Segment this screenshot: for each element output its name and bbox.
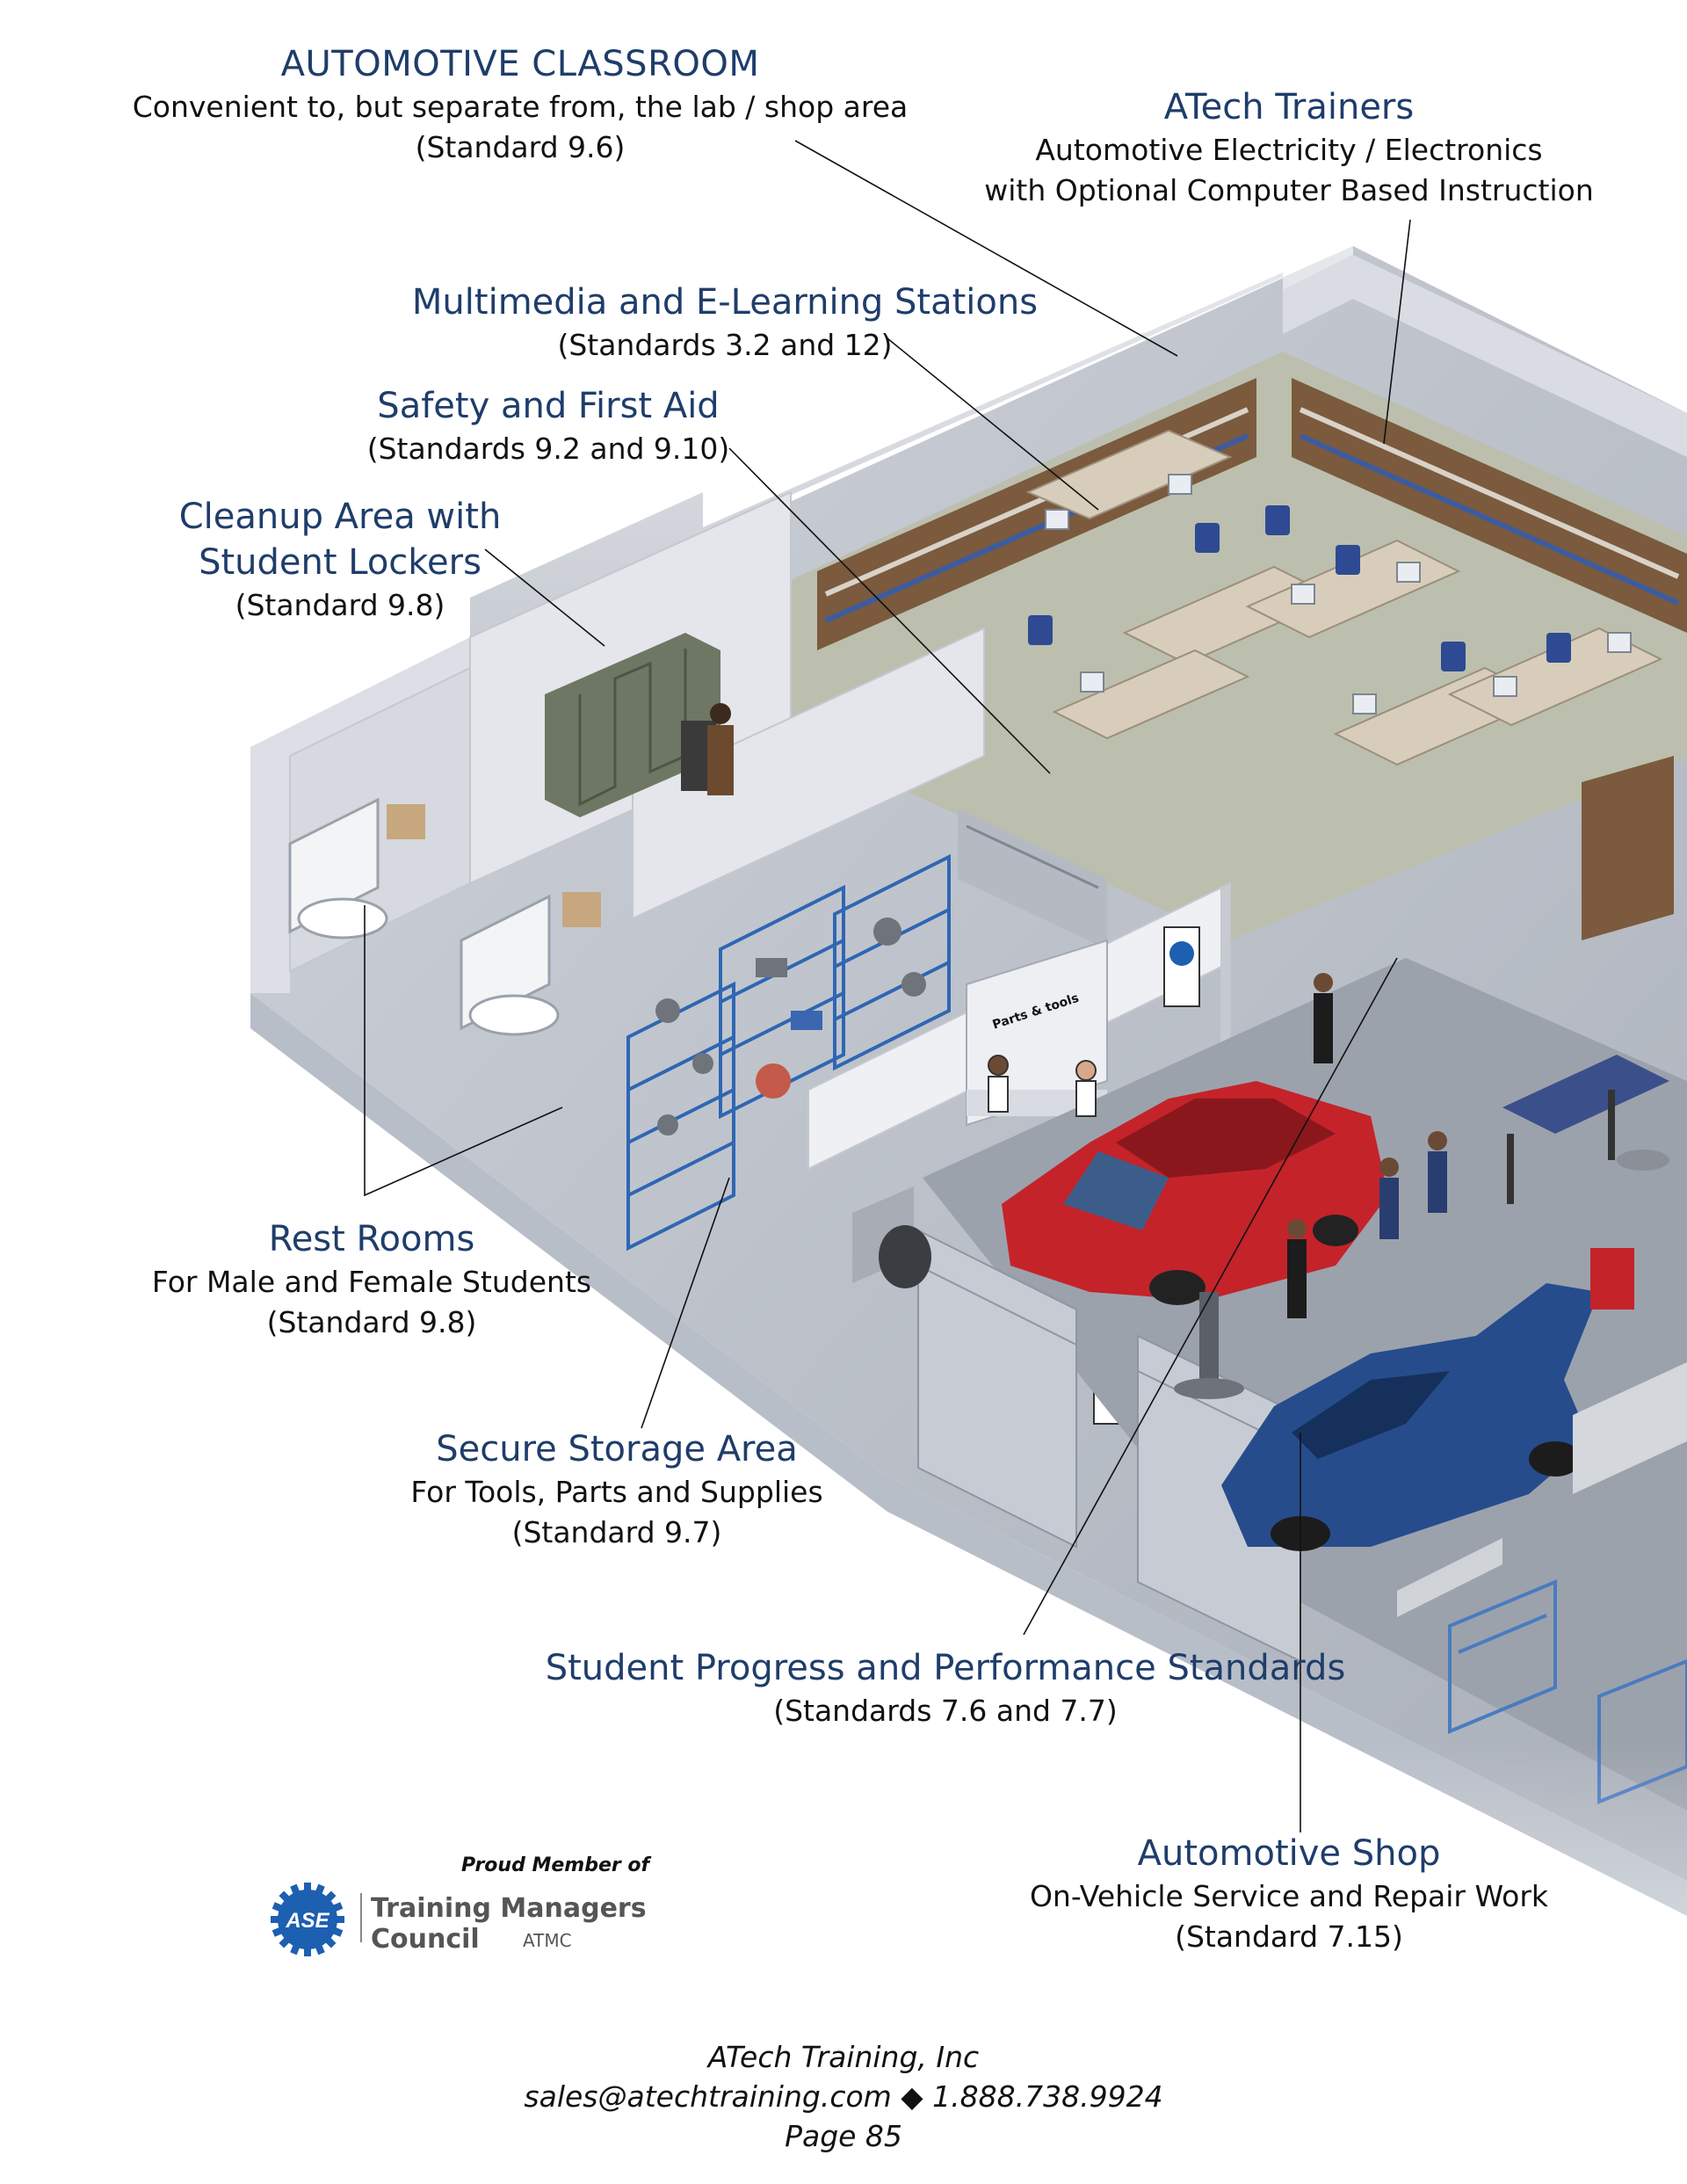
- shop-workbenches: [1502, 1055, 1687, 1494]
- callout-line: (Standards 3.2 and 12): [557, 328, 893, 362]
- callout-title: Student Lockers: [199, 542, 481, 583]
- council-abbr: ATMC: [523, 1930, 572, 1951]
- callout-title: Automotive Shop: [1137, 1833, 1441, 1874]
- stored-parts: [655, 918, 926, 1136]
- callout-atech-trainers: ATech Trainers Automotive Electricity / …: [984, 84, 1593, 211]
- footer-page-number: Page 85: [785, 2119, 902, 2153]
- ase-logo-text: ASE: [285, 1909, 329, 1933]
- proud-member-text: Proud Member of: [461, 1854, 650, 1876]
- callout-line: Convenient to, but separate from, the la…: [132, 90, 909, 124]
- callout-automotive-shop: Automotive Shop On-Vehicle Service and R…: [1030, 1831, 1548, 1957]
- student-lockers: [545, 633, 720, 817]
- page-footer: ATech Training, Inc sales@atechtraining.…: [524, 2037, 1162, 2156]
- callout-title: ATech Trainers: [1163, 87, 1415, 127]
- callout-student-progress: Student Progress and Performance Standar…: [546, 1645, 1346, 1731]
- callout-line: (Standards 9.2 and 9.10): [366, 432, 730, 466]
- badge-divider: [360, 1893, 362, 1942]
- callout-line: (Standards 7.6 and 7.7): [773, 1694, 1118, 1728]
- callout-line: with Optional Computer Based Instruction: [984, 173, 1594, 207]
- blue-car: [1221, 1283, 1599, 1551]
- left-wall: [250, 637, 470, 993]
- council-name: Training Managers Council: [371, 1893, 647, 1955]
- tire-machine: [852, 1186, 931, 1288]
- callout-title: Safety and First Aid: [377, 386, 720, 426]
- classroom-desks: [1025, 429, 1663, 766]
- ase-logo-icon: ASE: [271, 1883, 344, 1956]
- callout-title: Multimedia and E-Learning Stations: [411, 282, 1039, 323]
- callout-title: Student Progress and Performance Standar…: [545, 1648, 1346, 1688]
- callout-line: (Standard 9.8): [235, 588, 445, 622]
- footer-contact: sales@atechtraining.com ◆ 1.888.738.9924: [524, 2079, 1163, 2114]
- callout-title: Cleanup Area with: [178, 497, 502, 537]
- member-badge: Proud Member of ASE Training Managers Co…: [264, 1854, 738, 1960]
- people: [707, 703, 1447, 1318]
- callout-safety: Safety and First Aid (Standards 9.2 and …: [367, 383, 730, 469]
- storage-shelves: [626, 853, 951, 1252]
- callout-multimedia: Multimedia and E-Learning Stations (Stan…: [412, 279, 1038, 366]
- callout-automotive-classroom: AUTOMOTIVE CLASSROOM Convenient to, but …: [133, 41, 908, 168]
- callout-line: (Standard 9.8): [266, 1305, 477, 1339]
- garage-doors: [917, 1229, 1301, 1663]
- callout-line: (Standard 9.6): [415, 130, 626, 164]
- callout-line: For Tools, Parts and Supplies: [410, 1475, 823, 1509]
- callout-line: (Standard 7.15): [1175, 1919, 1403, 1954]
- restroom-fixtures: [288, 797, 601, 1036]
- callout-title: AUTOMOTIVE CLASSROOM: [280, 44, 760, 84]
- tool-pegboard: [958, 809, 1107, 949]
- callout-line: On-Vehicle Service and Repair Work: [1029, 1879, 1549, 1913]
- chairs: [1028, 505, 1571, 671]
- callout-line: For Male and Female Students: [151, 1265, 592, 1299]
- callout-title: Rest Rooms: [268, 1219, 475, 1259]
- callout-cleanup: Cleanup Area with Student Lockers (Stand…: [179, 494, 502, 626]
- footer-company: ATech Training, Inc: [707, 2040, 980, 2074]
- computer-monitors: [1045, 474, 1632, 715]
- callout-line: (Standard 9.7): [511, 1515, 722, 1549]
- callout-title: Secure Storage Area: [436, 1429, 798, 1469]
- callout-rest-rooms: Rest Rooms For Male and Female Students …: [152, 1216, 591, 1343]
- callout-secure-storage: Secure Storage Area For Tools, Parts and…: [410, 1426, 822, 1553]
- callout-line: Automotive Electricity / Electronics: [1035, 133, 1543, 167]
- leader-lines: [364, 140, 1411, 1832]
